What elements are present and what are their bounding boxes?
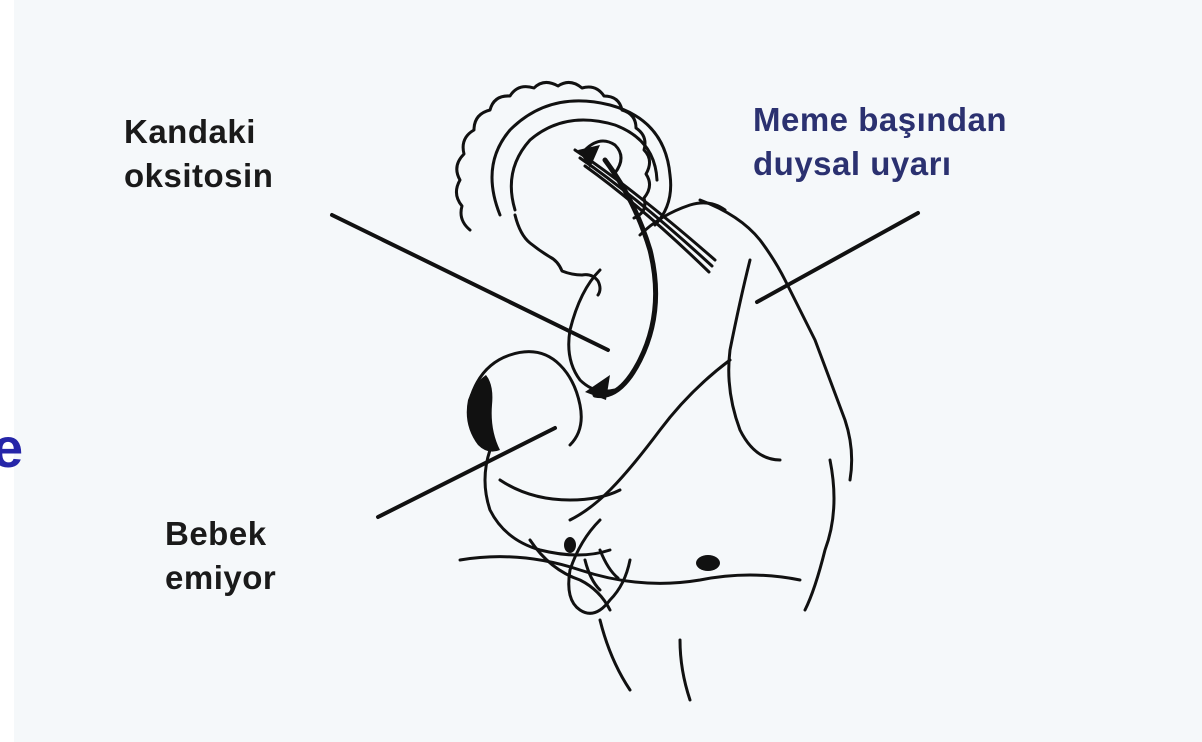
label-blood-oxytocin-line2: oksitosin <box>124 154 273 198</box>
sleeve-line <box>729 260 780 460</box>
mother-mark <box>696 555 720 571</box>
back-outline <box>805 460 834 610</box>
mother-hand <box>569 520 630 613</box>
baby-hand-mark <box>564 537 576 553</box>
leader-baby <box>378 428 555 517</box>
label-blood-oxytocin-line1: Kandaki <box>124 110 273 154</box>
baby-arm <box>500 480 620 500</box>
shoulder-outline <box>700 200 852 480</box>
label-blood-oxytocin: Kandaki oksitosin <box>124 110 273 198</box>
leader-sensory <box>757 213 918 302</box>
label-baby-suckling: Bebek emiyor <box>165 512 276 600</box>
lap-lower-2 <box>680 640 690 700</box>
finger-2 <box>600 550 618 578</box>
mother-arm <box>570 360 730 520</box>
baby-hair-fill <box>467 375 500 452</box>
label-sensory-stimulus-line2: duysal uyarı <box>753 142 1007 186</box>
label-baby-suckling-line1: Bebek <box>165 512 276 556</box>
label-sensory-stimulus: Meme başından duysal uyarı <box>753 98 1007 186</box>
lap-lower <box>600 620 630 690</box>
leader-oxytocin <box>332 215 608 350</box>
face-profile <box>515 215 600 295</box>
breast-outline <box>569 270 615 391</box>
label-baby-suckling-line2: emiyor <box>165 556 276 600</box>
nerve-pathway-3 <box>585 166 709 272</box>
label-sensory-stimulus-line1: Meme başından <box>753 98 1007 142</box>
baby-body <box>485 450 610 555</box>
